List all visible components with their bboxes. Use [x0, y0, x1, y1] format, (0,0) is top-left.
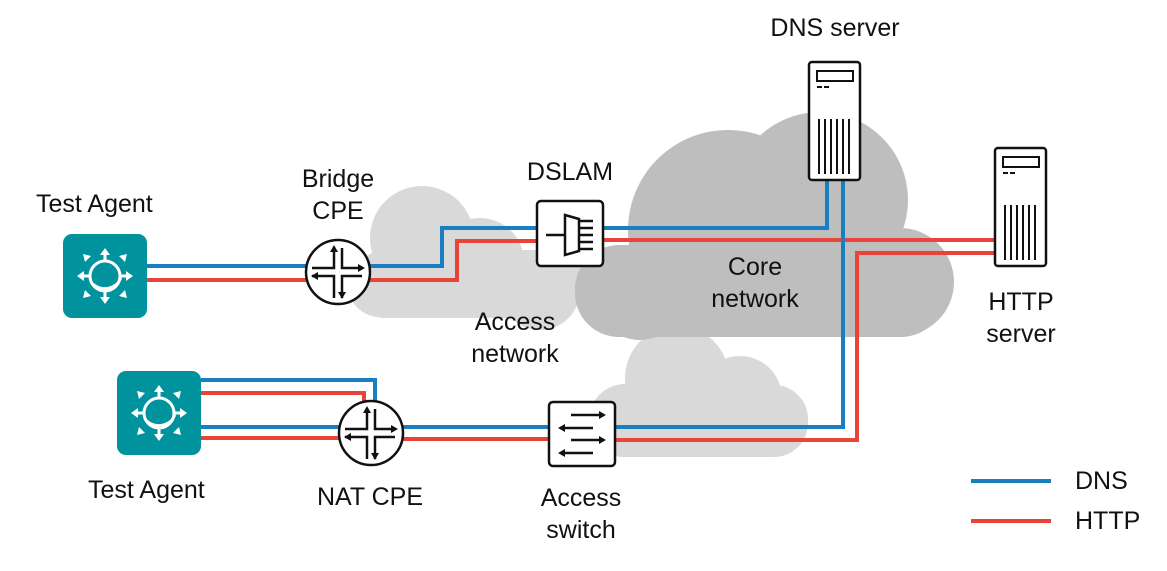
legend-http-label: HTTP [1075, 507, 1141, 535]
dns-line-dslam-dnsserver [603, 180, 829, 230]
access-network-label-line2: network [471, 340, 559, 368]
access-switch-icon [547, 400, 617, 468]
bridge-cpe-label-line1: Bridge [301, 165, 375, 193]
dns-server-label: DNS server [770, 14, 900, 42]
core-network-label-line1: Core [727, 253, 783, 281]
dslam-label: DSLAM [526, 158, 614, 186]
access-switch-label-line1: Access [540, 484, 622, 512]
nat-cpe-router-icon [337, 399, 405, 467]
test-agent-icon [117, 371, 201, 455]
core-network-label-line2: network [711, 285, 799, 313]
test-agent-1-label: Test Agent [36, 190, 153, 218]
access-network-label: Access network [460, 306, 570, 370]
http-line-bridge-dslam [370, 239, 537, 282]
nat-cpe-label: NAT CPE [316, 483, 424, 511]
bridge-cpe-label-line2: CPE [312, 197, 364, 225]
bridge-cpe-router-icon [304, 238, 372, 306]
http-line-agent2-nat-upper [201, 391, 366, 408]
legend-dns-label: DNS [1075, 467, 1128, 495]
http-line-switch-httpserver [615, 251, 995, 442]
http-server-label-line1: HTTP [988, 288, 1054, 316]
access-switch-label: Access switch [526, 482, 636, 546]
bridge-cpe-label: Bridge CPE [296, 163, 380, 227]
access-switch-label-line2: switch [546, 516, 616, 544]
test-agent-2-label: Test Agent [88, 476, 205, 504]
access-network-label-line1: Access [474, 308, 556, 336]
core-network-label: Core network [700, 251, 810, 315]
dns-server-icon [807, 60, 862, 182]
http-server-label: HTTP server [976, 286, 1066, 350]
core-network-cloud [575, 112, 954, 340]
lower-cloud [589, 326, 808, 457]
http-server-icon [993, 146, 1048, 268]
test-agent-icon [63, 234, 147, 318]
dns-line-bridge-dslam [370, 226, 537, 268]
dslam-icon [535, 199, 605, 268]
http-server-label-line2: server [986, 320, 1056, 348]
dns-line-switch-dnsserver [615, 180, 845, 429]
